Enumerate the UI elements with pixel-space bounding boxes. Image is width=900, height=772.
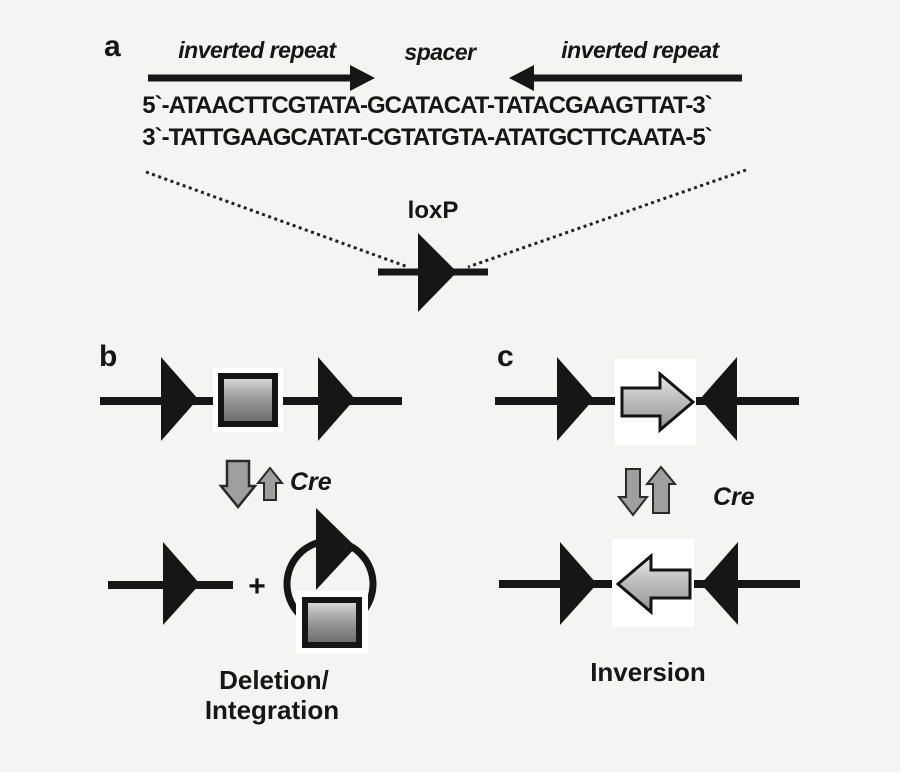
loxp-triangle-on-circle [316,508,356,590]
cre-up-arrow-b [255,466,285,501]
caption-integration: Integration [204,695,340,725]
loxp-site-symbol [378,233,488,312]
cre-label-c: Cre [713,483,755,511]
loxp-triangle-b-left [161,357,198,441]
cre-up-arrow-c [644,465,678,514]
inverted-repeat-right-label: inverted repeat [561,37,719,63]
gene-box-b [213,368,283,432]
inverted-repeat-left-label: inverted repeat [178,37,336,63]
panel-b-label: b [99,340,118,373]
gene-arrow-right [615,359,696,445]
panel-c-label: c [497,340,514,373]
loxp-triangle-b-right [318,357,355,441]
caption-deletion: Deletion/ [219,665,329,695]
loxp-triangle-c-right [700,357,737,441]
loxp-triangle-c-bottom-right [701,542,738,625]
gene-box-on-circle [296,591,368,654]
panel-a-label: a [104,30,121,63]
plus-sign: + [248,570,266,603]
spacer-label: spacer [404,39,476,65]
cre-down-arrow-c [616,468,650,517]
loxp-label: loxP [407,197,459,224]
loxp-triangle-c-left [557,357,594,441]
gene-arrow-left [612,539,694,627]
repeat-arrow-left [509,65,742,91]
cre-down-arrow-b [218,459,258,509]
excised-circle-product [283,508,377,654]
cre-label-b: Cre [290,468,332,496]
dotted-callout-line-right [467,168,747,269]
loxp-triangle-c-bottom-left [560,542,597,625]
loxp-triangle-b-product [163,542,200,625]
caption-inversion: Inversion [590,657,706,687]
sequence-bottom-strand: 3`-TATTGAAGCATAT-CGTATGTA-ATATGCTTCAATA-… [142,124,712,151]
sequence-top-strand: 5`-ATAACTTCGTATA-GCATACAT-TATACGAAGTTAT-… [142,92,712,119]
repeat-arrow-right [148,65,375,91]
dotted-callout-line-left [145,170,409,269]
